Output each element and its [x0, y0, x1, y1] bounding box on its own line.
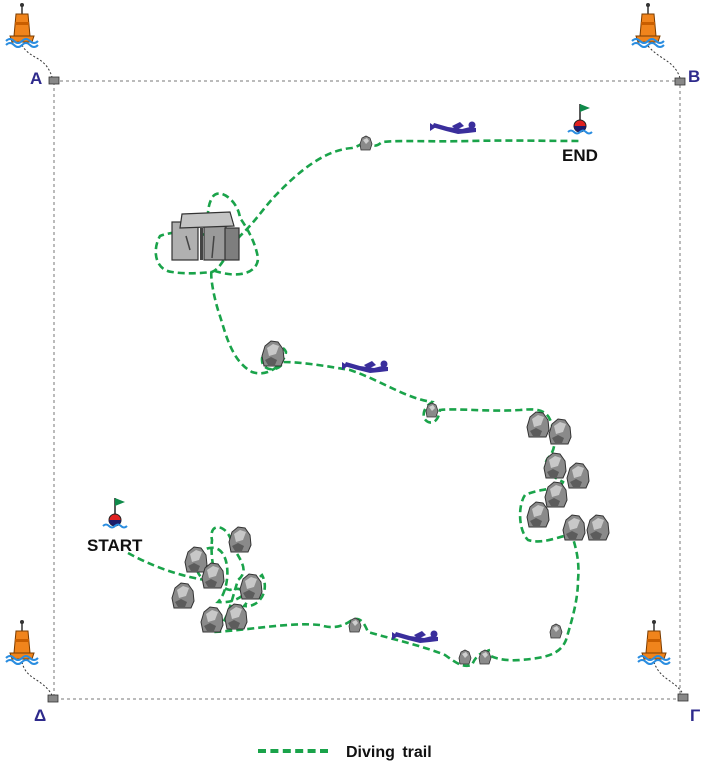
- tether-line-d: [21, 661, 53, 696]
- rock-icon: [458, 649, 472, 665]
- rock-icon: [425, 402, 439, 418]
- rock-icon: [562, 514, 586, 541]
- rock-icon: [261, 340, 285, 367]
- flag-buoy-icon: [102, 497, 128, 529]
- boundary-line: [53, 80, 681, 700]
- rock-icon: [526, 411, 550, 438]
- anchor-block-icon: [47, 76, 689, 703]
- diver-icon: [430, 121, 476, 134]
- buoy-icon: [637, 619, 671, 665]
- tether-line-b: [647, 45, 681, 79]
- legend-trail-swatch: [258, 749, 328, 757]
- rock-icon: [478, 649, 492, 665]
- start-label: START: [87, 536, 143, 555]
- tether-line-a: [21, 44, 53, 78]
- end-label: END: [562, 146, 598, 165]
- rock-icon: [543, 452, 567, 479]
- rock-icon: [239, 573, 263, 600]
- rock-icon: [548, 418, 572, 445]
- rock-icon: [348, 617, 362, 633]
- flag-buoy-icon: [567, 103, 593, 135]
- rock-icon: [200, 606, 224, 633]
- corner-label-d: Δ: [34, 706, 47, 725]
- tether-line-c: [653, 661, 684, 695]
- rock-icon: [549, 623, 563, 639]
- legend: Diving trail: [258, 741, 432, 765]
- rock-icon: [566, 462, 590, 489]
- buoy-icon: [5, 2, 39, 48]
- rock-icon: [544, 481, 568, 508]
- diving-trail: [127, 138, 581, 668]
- diver-icon: [392, 630, 438, 643]
- rock-icon: [359, 135, 373, 151]
- corner-label-c: Γ: [690, 706, 701, 725]
- rock-icon: [586, 514, 610, 541]
- buoy-icon: [631, 2, 665, 48]
- rock-icon: [228, 526, 252, 553]
- rock-icon: [184, 546, 208, 573]
- legend-label: Diving trail: [346, 744, 432, 761]
- rock-icon: [526, 501, 550, 528]
- stonehenge-icon: [171, 211, 240, 261]
- corner-label-b: Β: [688, 67, 701, 86]
- corner-label-a: Α: [30, 69, 43, 88]
- rock-icon: [171, 582, 195, 609]
- buoy-icon: [5, 619, 39, 665]
